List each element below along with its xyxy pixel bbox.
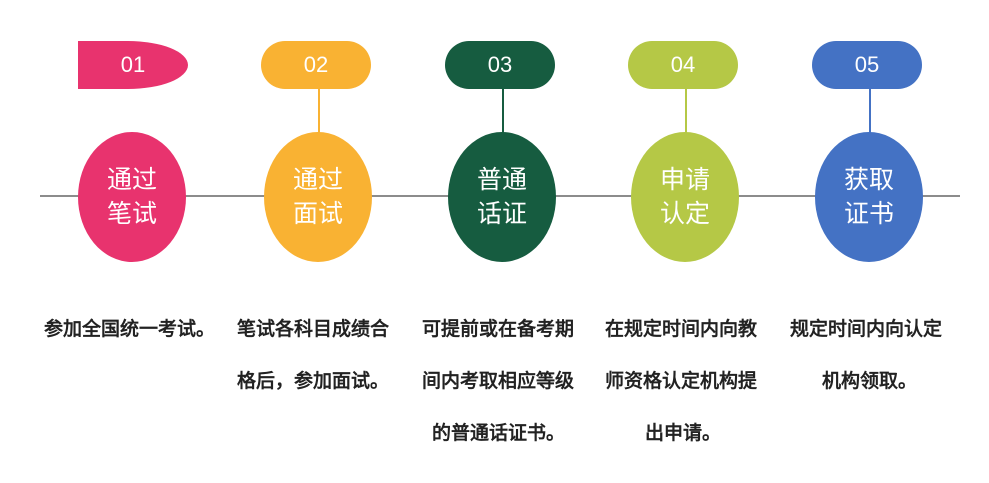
step-1-number-badge: 01 bbox=[78, 41, 188, 89]
step-3-description: 可提前或在备考期 间内考取相应等级 的普通话证书。 bbox=[422, 303, 592, 459]
step-2-number: 02 bbox=[303, 52, 329, 77]
step-2-description-line: 格后，参加面试。 bbox=[237, 370, 390, 392]
step-4-title-line-1: 申请 bbox=[659, 165, 710, 194]
step-1-title-line-2: 笔试 bbox=[106, 199, 157, 228]
step-3-description-line: 的普通话证书。 bbox=[432, 422, 566, 444]
step-4-number-badge: 04 bbox=[628, 41, 738, 89]
step-4-description-line: 师资格认定机构提 bbox=[605, 370, 758, 392]
step-2: 02 通过 面试 bbox=[0, 0, 372, 483]
step-4-description: 在规定时间内向教 师资格认定机构提 出申请。 bbox=[605, 303, 775, 459]
step-1-title-line-1: 通过 bbox=[106, 165, 157, 194]
step-4: 04 申请 认定 bbox=[0, 0, 739, 483]
step-3-connector bbox=[502, 89, 504, 133]
step-5: 05 获取 证书 bbox=[0, 0, 923, 483]
step-1-description: 参加全国统一考试。 bbox=[44, 303, 224, 355]
step-3-description-line: 可提前或在备考期 bbox=[422, 318, 575, 340]
step-4-connector bbox=[685, 89, 687, 133]
step-5-description-line: 规定时间内向认定 bbox=[790, 318, 943, 340]
step-3-description-line: 间内考取相应等级 bbox=[422, 370, 575, 392]
step-3-title-line-2: 话证 bbox=[476, 199, 527, 228]
step-5-number: 05 bbox=[854, 52, 880, 77]
step-4-description-line: 在规定时间内向教 bbox=[605, 318, 758, 340]
step-2-description-line: 笔试各科目成绩合 bbox=[237, 318, 390, 340]
step-5-title-line-2: 证书 bbox=[843, 199, 894, 228]
step-2-title-line-1: 通过 bbox=[292, 165, 343, 194]
step-3-number: 03 bbox=[487, 52, 513, 77]
step-3-number-badge: 03 bbox=[445, 41, 555, 89]
step-3-circle: 普通 话证 bbox=[448, 132, 556, 262]
step-2-description: 笔试各科目成绩合 格后，参加面试。 bbox=[237, 303, 407, 407]
step-1-description-line: 参加全国统一考试。 bbox=[44, 318, 216, 340]
step-5-circle: 获取 证书 bbox=[815, 132, 923, 262]
step-5-description-line: 机构领取。 bbox=[822, 370, 918, 392]
step-2-circle: 通过 面试 bbox=[264, 132, 372, 262]
step-5-connector bbox=[869, 89, 871, 133]
step-3: 03 普通 话证 bbox=[0, 0, 556, 483]
step-4-description-line: 出申请。 bbox=[645, 422, 722, 444]
step-2-title-line-2: 面试 bbox=[292, 199, 343, 228]
step-3-title-line-1: 普通 bbox=[476, 165, 527, 194]
step-4-number: 04 bbox=[670, 52, 696, 77]
step-5-number-badge: 05 bbox=[812, 41, 922, 89]
step-2-connector bbox=[318, 89, 320, 133]
step-1: 01 通过 笔试 bbox=[0, 0, 188, 483]
step-1-circle: 通过 笔试 bbox=[78, 132, 186, 262]
step-4-circle: 申请 认定 bbox=[631, 132, 739, 262]
step-2-number-badge: 02 bbox=[261, 41, 371, 89]
step-4-title-line-2: 认定 bbox=[659, 199, 710, 228]
step-1-number: 01 bbox=[120, 52, 146, 77]
step-5-title-line-1: 获取 bbox=[843, 165, 894, 194]
step-5-description: 规定时间内向认定 机构领取。 bbox=[790, 303, 960, 407]
